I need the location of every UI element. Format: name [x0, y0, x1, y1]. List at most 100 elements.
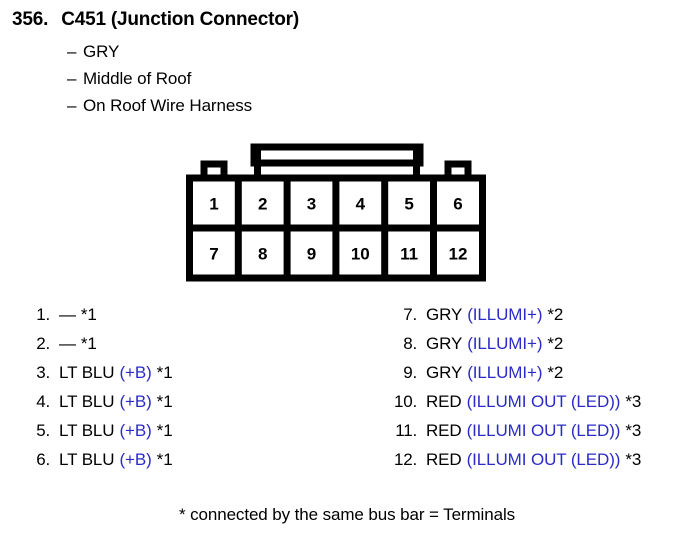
- pin-entry-index: 4.: [36, 392, 50, 411]
- footnote: * connected by the same bus bar = Termin…: [178, 505, 516, 524]
- entry-number: 356.: [12, 9, 49, 30]
- pin-entry-12: 12. RED(ILLUMI OUT (LED))*3: [385, 450, 641, 479]
- page-title: 356. C451 (Junction Connector): [12, 9, 299, 31]
- pin-cell-10: 10: [351, 245, 370, 264]
- pin-entry-index: 11.: [395, 421, 417, 440]
- wire-color-label: RED: [426, 421, 462, 440]
- pin-cell-12: 12: [449, 245, 468, 264]
- pin-entry-10: 10. RED(ILLUMI OUT (LED))*3: [385, 392, 641, 421]
- pin-cell-4: 4: [356, 195, 366, 214]
- connector-diagram: 1 2 3 4 5 6 7 8 9 10 11 12: [186, 142, 486, 282]
- signal-name-label: (ILLUMI OUT (LED)): [466, 392, 621, 411]
- pin-entry-body: RED(ILLUMI OUT (LED))*3: [426, 421, 641, 441]
- pin-entry-7: 7. GRY(ILLUMI+)*2: [385, 305, 641, 334]
- pin-entry-body: RED(ILLUMI OUT (LED))*3: [426, 450, 641, 470]
- connector-attribute-color: –GRY: [67, 42, 119, 62]
- wire-color-label: LT BLU: [59, 392, 115, 411]
- pin-entry-index: 7.: [403, 305, 417, 324]
- wire-color-label: GRY: [426, 334, 463, 353]
- note-reference: *3: [625, 450, 642, 469]
- pin-entry-6: 6. LT BLU(+B)*1: [18, 450, 173, 479]
- pin-entry-2: 2. —*1: [18, 334, 173, 363]
- pin-entry-3: 3. LT BLU(+B)*1: [18, 363, 173, 392]
- pin-entry-index: 8.: [403, 334, 417, 353]
- signal-name-label: (ILLUMI OUT (LED)): [466, 450, 621, 469]
- note-reference: *2: [547, 305, 564, 324]
- pin-cell-6: 6: [453, 195, 462, 214]
- note-reference: *2: [547, 334, 564, 353]
- pin-entry-body: GRY(ILLUMI+)*2: [426, 334, 563, 354]
- note-reference: *1: [80, 305, 97, 324]
- wire-color-label: —: [59, 334, 76, 353]
- pin-entry-body: LT BLU(+B)*1: [59, 421, 173, 441]
- pin-entry-9: 9. GRY(ILLUMI+)*2: [385, 363, 641, 392]
- bullet-dash-icon: –: [67, 42, 77, 61]
- pin-entry-11: 11. RED(ILLUMI OUT (LED))*3: [385, 421, 641, 450]
- wire-color-label: RED: [426, 392, 462, 411]
- connector-title: C451 (Junction Connector): [61, 9, 299, 30]
- signal-name-label: (ILLUMI+): [467, 305, 543, 324]
- pin-entry-body: GRY(ILLUMI+)*2: [426, 363, 563, 383]
- note-reference: *1: [156, 421, 173, 440]
- note-reference: *1: [156, 450, 173, 469]
- attribute-location-label: Middle of Roof: [83, 69, 192, 88]
- pin-entry-index: 5.: [36, 421, 50, 440]
- signal-name-label: (+B): [119, 363, 152, 382]
- attribute-color-label: GRY: [83, 42, 120, 61]
- note-reference: *3: [625, 392, 642, 411]
- pin-cell-3: 3: [307, 195, 316, 214]
- signal-name-label: (+B): [119, 421, 152, 440]
- wire-color-label: —: [59, 305, 76, 324]
- attribute-harness-label: On Roof Wire Harness: [83, 96, 252, 115]
- pin-entry-8: 8. GRY(ILLUMI+)*2: [385, 334, 641, 363]
- pin-entry-index: 9.: [403, 363, 417, 382]
- connector-latch-tab: [250, 143, 424, 167]
- wire-color-label: LT BLU: [59, 421, 115, 440]
- pin-entry-index: 1.: [36, 305, 50, 324]
- signal-name-label: (ILLUMI+): [467, 363, 543, 382]
- pin-entry-body: LT BLU(+B)*1: [59, 392, 173, 412]
- pin-entry-index: 2.: [36, 334, 50, 353]
- pin-cell-7: 7: [209, 245, 218, 264]
- pin-entry-body: RED(ILLUMI OUT (LED))*3: [426, 392, 641, 412]
- bullet-dash-icon: –: [67, 96, 77, 115]
- pin-cell-9: 9: [307, 245, 316, 264]
- pin-entry-body: GRY(ILLUMI+)*2: [426, 305, 563, 325]
- left-locking-notch: [200, 160, 228, 178]
- signal-name-label: (ILLUMI+): [467, 334, 543, 353]
- note-reference: *1: [156, 392, 173, 411]
- note-reference: *1: [80, 334, 97, 353]
- wire-color-label: GRY: [426, 363, 463, 382]
- pin-entry-index: 3.: [36, 363, 50, 382]
- pin-cell-2: 2: [258, 195, 267, 214]
- pin-entry-4: 4. LT BLU(+B)*1: [18, 392, 173, 421]
- bullet-dash-icon: –: [67, 69, 77, 88]
- pin-entry-index: 12.: [393, 450, 417, 469]
- note-reference: *2: [547, 363, 564, 382]
- pin-list-right: 7. GRY(ILLUMI+)*2 8. GRY(ILLUMI+)*2 9. G…: [385, 305, 641, 479]
- pin-cell-8: 8: [258, 245, 267, 264]
- pin-cell-1: 1: [209, 195, 218, 214]
- pin-entry-body: —*1: [59, 305, 97, 325]
- wire-color-label: GRY: [426, 305, 463, 324]
- pin-list-left: 1. —*1 2. —*1 3. LT BLU(+B)*1 4. LT BLU(…: [18, 305, 173, 479]
- note-reference: *3: [625, 421, 642, 440]
- wire-color-label: LT BLU: [59, 450, 115, 469]
- pin-entry-body: LT BLU(+B)*1: [59, 363, 173, 383]
- pin-entry-index: 10.: [393, 392, 417, 411]
- note-reference: *1: [156, 363, 173, 382]
- connector-attribute-harness: –On Roof Wire Harness: [67, 96, 252, 116]
- pin-entry-5: 5. LT BLU(+B)*1: [18, 421, 173, 450]
- wire-color-label: RED: [426, 450, 462, 469]
- connector-attribute-location: –Middle of Roof: [67, 69, 191, 89]
- pin-cell-11: 11: [400, 245, 418, 264]
- wire-color-label: LT BLU: [59, 363, 115, 382]
- signal-name-label: (+B): [119, 450, 152, 469]
- signal-name-label: (ILLUMI OUT (LED)): [466, 421, 621, 440]
- pin-entry-1: 1. —*1: [18, 305, 173, 334]
- pin-cell-5: 5: [404, 195, 413, 214]
- pin-entry-body: LT BLU(+B)*1: [59, 450, 173, 470]
- pin-entry-body: —*1: [59, 334, 97, 354]
- signal-name-label: (+B): [119, 392, 152, 411]
- right-locking-notch: [444, 160, 472, 178]
